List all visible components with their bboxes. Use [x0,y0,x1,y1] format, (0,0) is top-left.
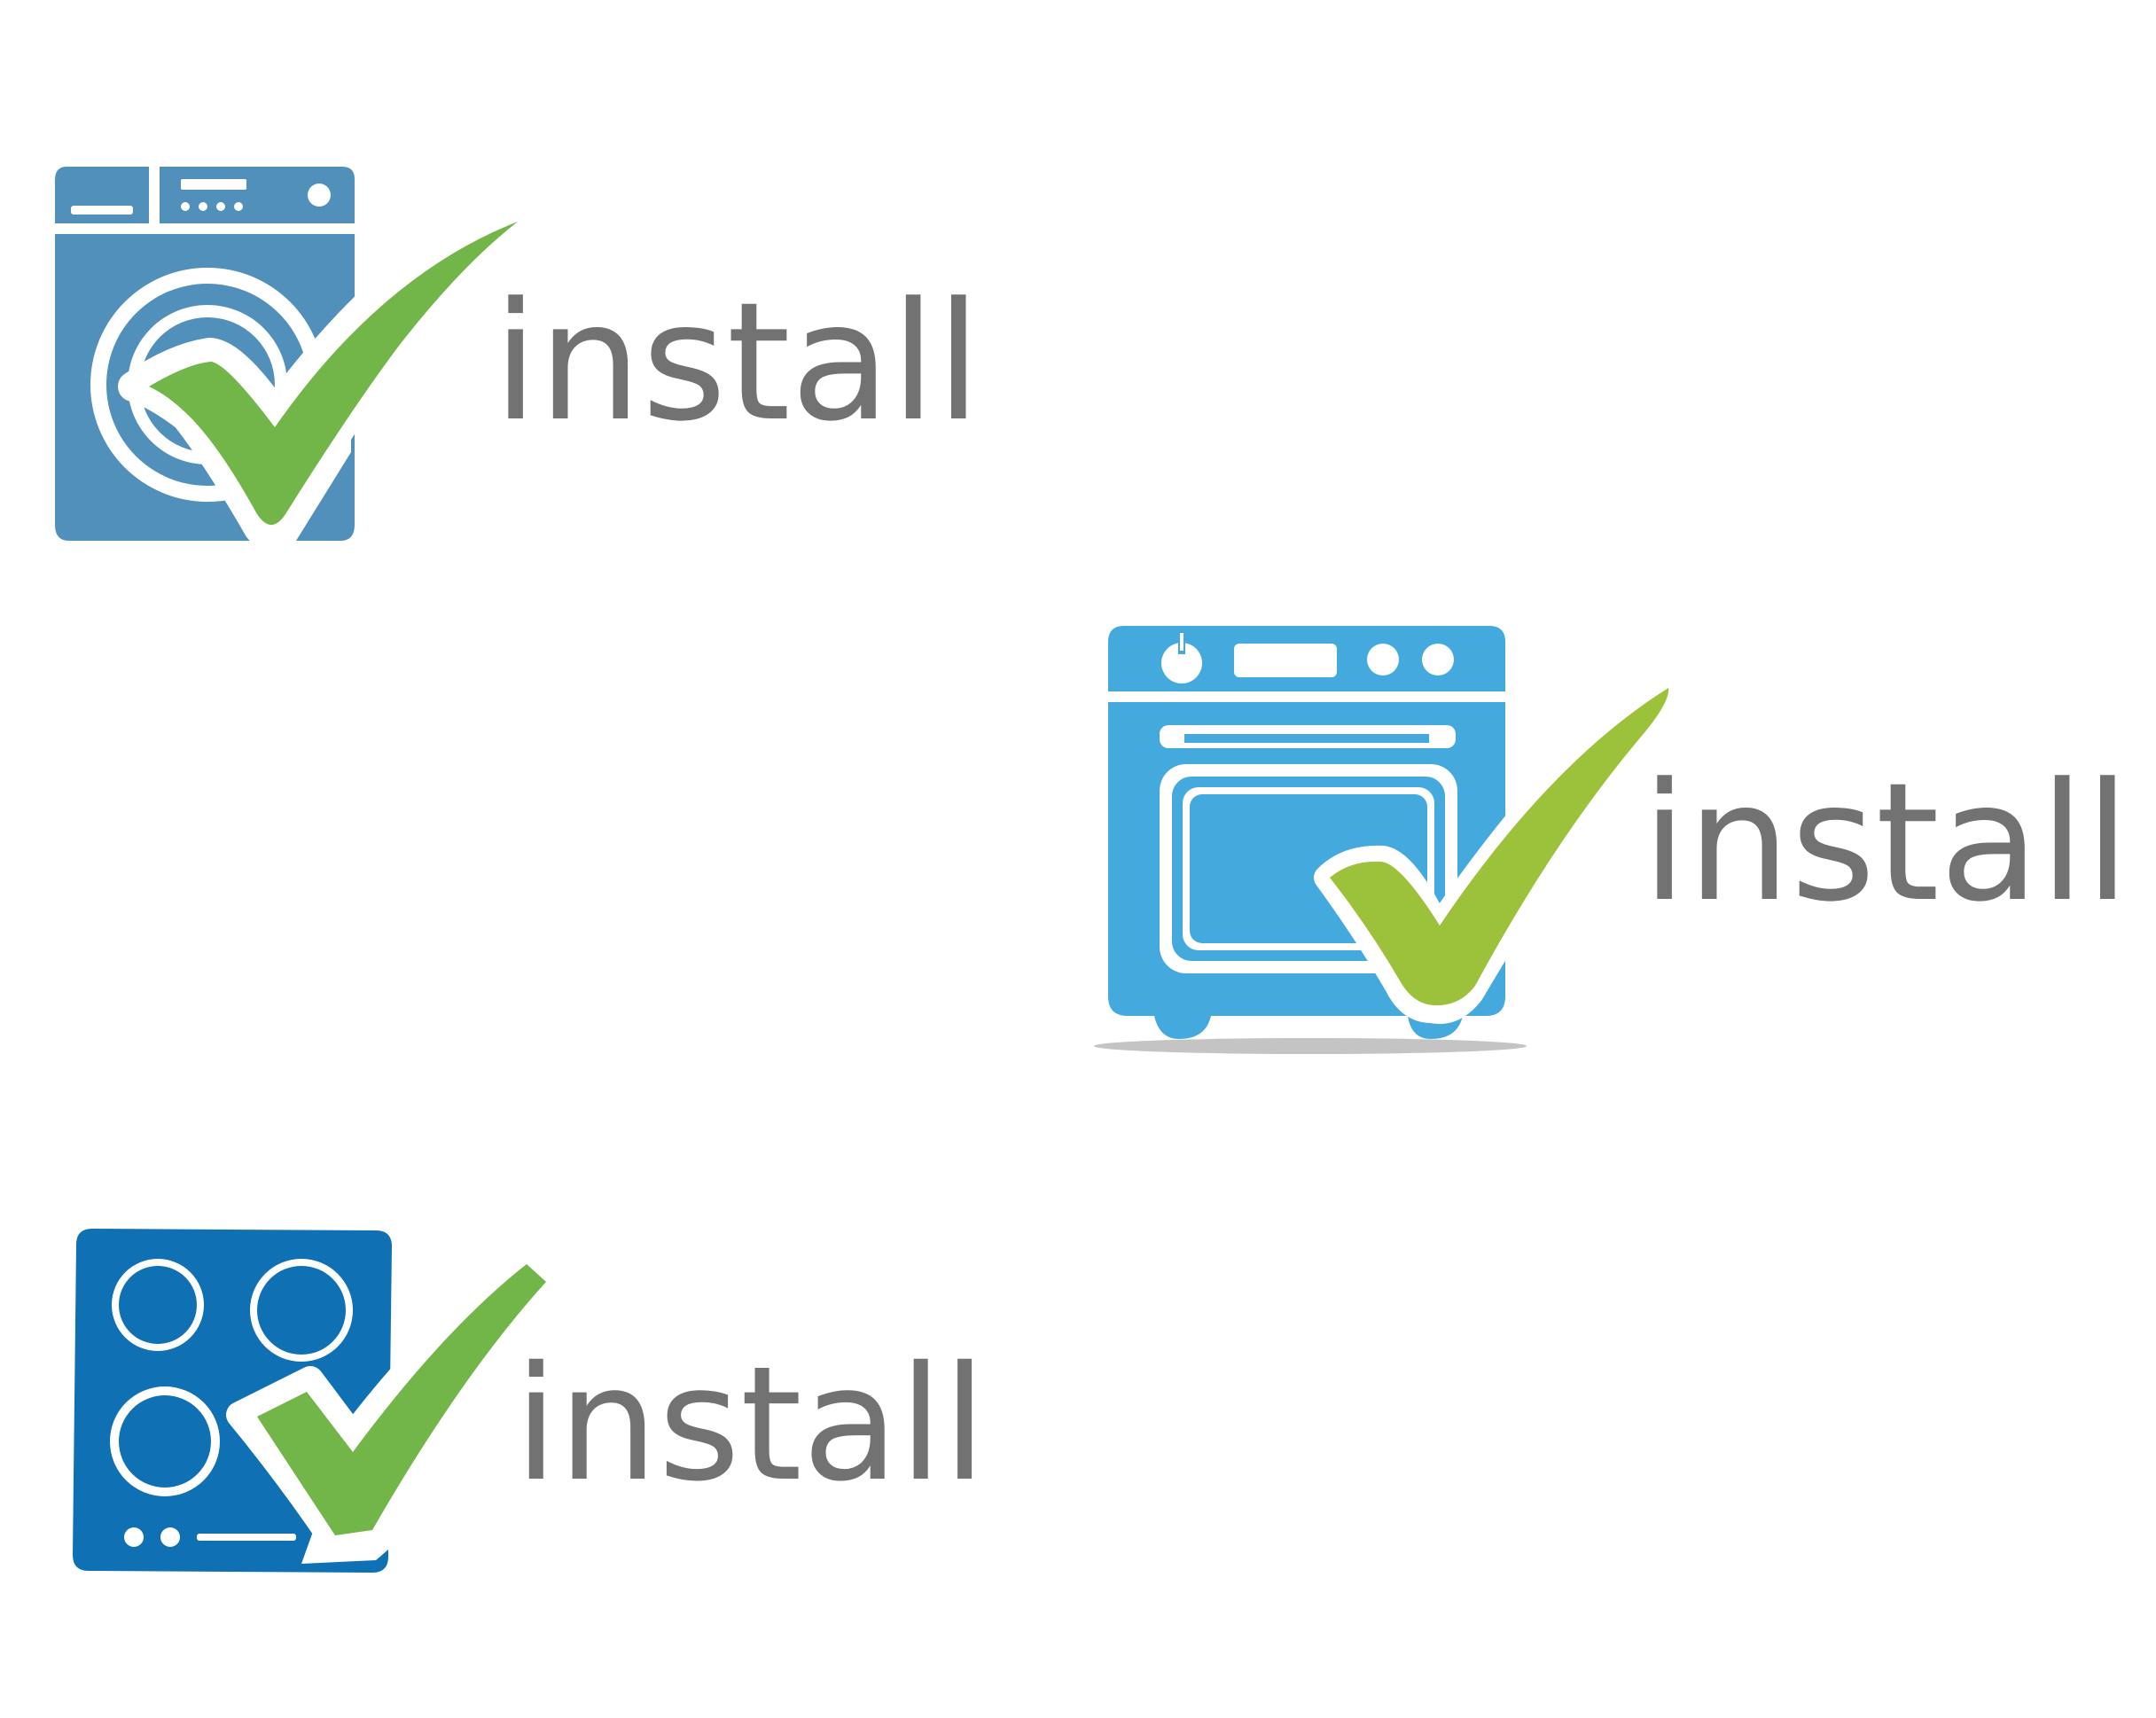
checkmark-icon [257,1264,546,1535]
washer-logo: install [55,167,981,551]
oven-logo: install [1094,626,2130,1054]
wordmark: install [514,1332,987,1516]
wordmark: install [493,268,981,457]
shadow [1094,1038,1527,1054]
checkmark-icon [149,222,518,525]
wordmark: install [1642,748,2130,938]
hob-logo: install [73,1229,987,1573]
checkmark-icon [1330,688,1669,1006]
